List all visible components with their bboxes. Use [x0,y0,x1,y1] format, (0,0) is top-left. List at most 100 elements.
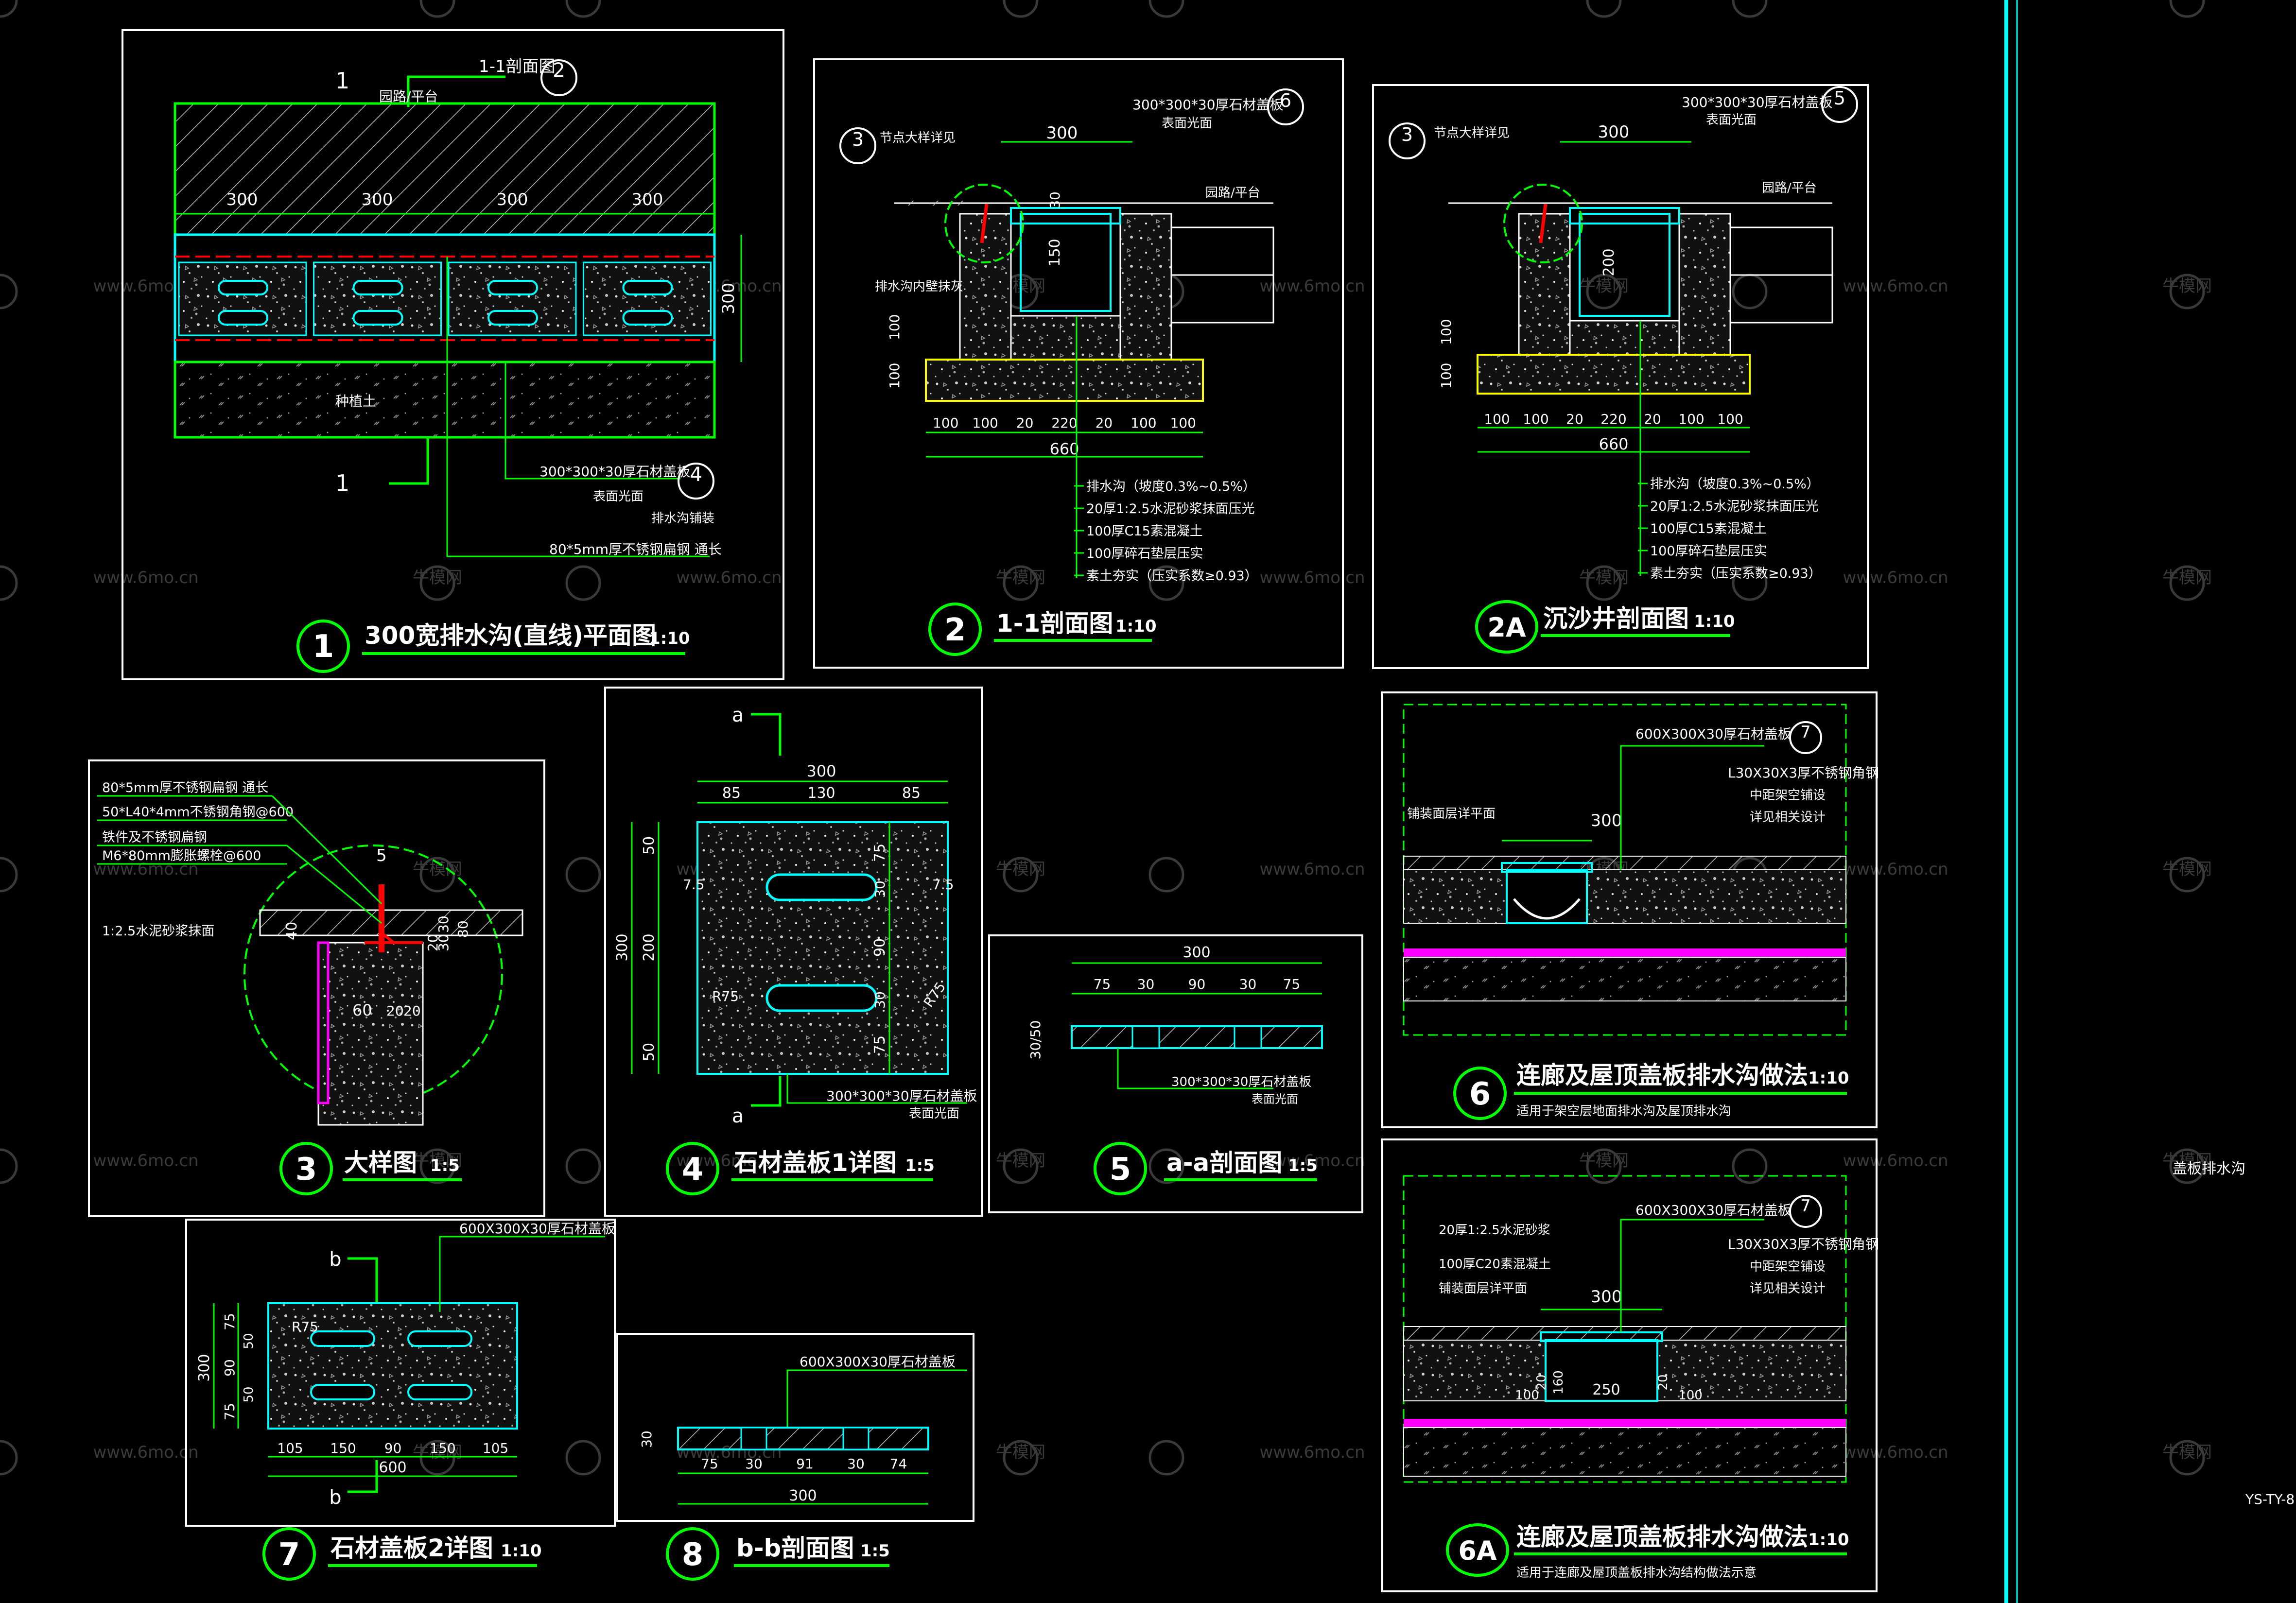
watermark-logo [1148,1148,1184,1184]
detail-3-enlarged: 5 80*5mm厚不锈钢扁钢 通长50*L40*4mm不锈钢角钢@600铁件及不… [88,759,545,1217]
d7-dim-i2: 50 [242,1386,256,1402]
d7-dim-l2: 90 [222,1359,238,1377]
d6a-dim-1: 20 [1534,1374,1549,1390]
d3-dim-8: 20 [403,1003,421,1019]
d5-no: 5 [1110,1152,1131,1188]
d8-no: 8 [682,1537,704,1573]
d1-slot [352,280,403,295]
watermark-logo [565,1148,601,1184]
d5-note-b: 表面光面 [1252,1092,1298,1106]
d2-ref-no: 3 [852,129,864,150]
detail2-bdim-6: 100 [1170,415,1196,431]
d6a-dim: 300 [1591,1287,1622,1307]
d7-dim-3: 150 [430,1440,455,1456]
d4-dim-t3: 85 [902,785,921,802]
watermark-logo [419,1440,455,1476]
d5-dim-3: 30 [1239,976,1257,992]
d8-dim-1: 30 [745,1456,763,1472]
watermark-logo [1732,0,1768,18]
watermark-logo [1732,1148,1768,1184]
detail2-layer-0: 排水沟（坡度0.3%~0.5%） [1086,479,1256,494]
watermark-site: www.6mo.cn [1259,568,1365,587]
d4-no: 4 [682,1152,704,1188]
d2a-ref-no: 3 [1401,124,1413,145]
watermark-logo [1732,565,1768,601]
watermark-logo [419,565,455,601]
d6a-dim-4: 20 [1656,1374,1670,1390]
watermark-logo [1003,857,1039,893]
d1-dim-side: 300 [719,283,738,314]
watermark-logo [1003,565,1039,601]
d5-scale: 1:5 [1288,1156,1318,1175]
watermark-brand: 牛模网 [996,860,1045,879]
watermark-logo [0,565,18,601]
watermark-site: www.6mo.cn [1259,1151,1365,1171]
d7-r: R75 [292,1319,318,1335]
d3-dim-5: 80 [455,920,471,938]
watermark-logo [2169,0,2205,18]
d4-scale: 1:5 [905,1156,935,1175]
watermark-brand: 牛模网 [1579,276,1629,296]
d4-dim-r4: 30 [872,991,888,1009]
d4-cut-top: a [732,704,744,726]
d1-title: 300宽排水沟(直线)平面图 [365,621,656,650]
detail2a-layer-2: 100厚C15素混凝土 [1650,521,1767,536]
d2a-label-r: 园路/平台 [1762,181,1817,195]
watermark-logo [0,1440,18,1476]
d5-dim-0: 75 [1094,976,1111,992]
d6a-cover-no: 7 [1800,1196,1811,1216]
d3-note-1: 50*L40*4mm不锈钢角钢@600 [102,805,294,820]
d6-note-3: 详见相关设计 [1750,810,1826,825]
watermark-site: www.6mo.cn [1843,860,1948,879]
detail-7-cover-plate: b R75 600X300X30厚石材盖板 300 75 90 75 50 50… [185,1219,616,1581]
watermark-logo [2169,1440,2205,1476]
d6a-dim-5: 100 [1678,1388,1703,1403]
watermark-site: www.6mo.cn [93,568,198,587]
watermark-logo [0,857,18,893]
d2-total: 660 [1049,440,1079,458]
d1-slot [622,280,673,295]
d1-slot [622,310,673,326]
detail2a-bdim-0: 100 [1484,411,1510,427]
watermark-logo [1586,0,1622,18]
d3-dim-4: 30 [435,934,452,951]
d1-slot [487,280,538,295]
watermark-logo [1148,565,1184,601]
d2a-ref-label: 节点大样详见 [1434,126,1510,140]
detail2-layer-4: 素土夯实（压实系数≥0.93） [1086,569,1258,584]
watermark-brand: 牛模网 [413,568,462,587]
detail2-layer-2: 100厚C15素混凝土 [1086,524,1203,539]
d4-off-l: 7.5 [683,877,705,893]
detail2a-bdim-5: 100 [1678,411,1704,427]
d3-note-3: M6*80mm膨胀螺栓@600 [102,848,261,863]
d4-total: 300 [806,762,836,780]
d5-note: 300*300*30厚石材盖板 [1171,1075,1311,1089]
watermark-logo [0,274,18,310]
d6a-cover: 600X300X30厚石材盖板 [1635,1202,1792,1218]
d7-slot [310,1330,375,1347]
d6-title: 连廊及屋顶盖板排水沟做法 [1516,1061,1808,1089]
d2a-dim-top: 300 [1598,122,1630,142]
watermark-logo [1148,1440,1184,1476]
watermark-logo [1586,274,1622,310]
d6-note-1: L30X30X3厚不锈钢角钢 [1728,765,1879,781]
sidebar-code: YS-TY-8 [2245,1491,2295,1507]
d3-title: 大样图 [344,1149,417,1177]
d4-cut-bottom: a [732,1105,744,1127]
d2-scale: 1:10 [1115,617,1157,636]
d3-note-4: 1:2.5水泥砂浆抹面 [102,924,214,939]
d4-dim-r2: 30 [872,880,888,898]
d1-cut-bottom: 1 [335,470,349,496]
detail2a-bdim-3: 220 [1600,411,1626,427]
detail-2a-section: 3 节点大样详见 300 300*300*30厚石材盖板 5 表面光面 200 … [1372,84,1869,669]
detail2a-layer-0: 排水沟（坡度0.3%~0.5%） [1650,477,1820,492]
d3-no: 3 [296,1152,317,1188]
watermark-logo [1148,0,1184,18]
d7-title: 石材盖板2详图 [330,1534,493,1562]
d4-dim-r1: 75 [871,844,888,862]
detail-1-plan: 300 300 300 300 300 1 1-1剖面图 2 园路/平台 1 种… [122,29,784,680]
d6a-title: 连廊及屋顶盖板排水沟做法 [1516,1523,1808,1551]
d6a-note-l1: 20厚1:2.5水泥砂浆 [1439,1223,1550,1238]
detail2-layer-1: 20厚1:2.5水泥砂浆抹面压光 [1086,501,1255,517]
d6-subtitle: 适用于架空层地面排水沟及屋顶排水沟 [1516,1104,1731,1119]
